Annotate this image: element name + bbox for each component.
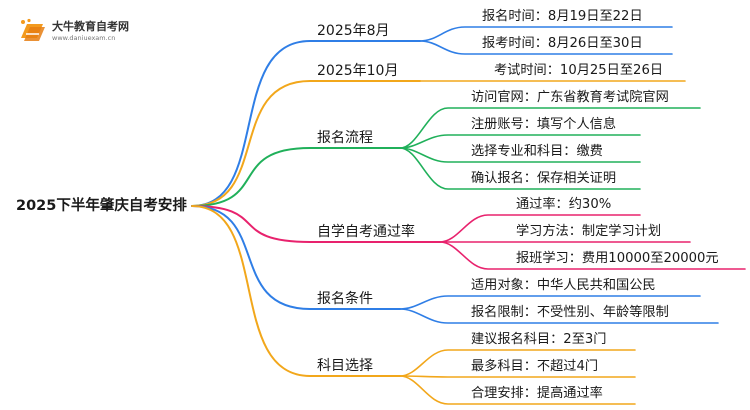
leaf-connector [419, 40, 673, 55]
leaf-pass-rate: 通过率：约30% [516, 197, 612, 212]
branch-connector [191, 147, 401, 207]
leaf-connector [419, 26, 673, 42]
leaf-confirm-registration: 确认报名：保存相关证明 [471, 171, 617, 186]
leaf-connector [399, 308, 719, 324]
leaf-connector [399, 295, 701, 310]
logo-name: 大牛教育自考网 [52, 20, 129, 33]
leaf-connector [399, 147, 641, 190]
branch-connector [191, 40, 421, 207]
branch-subject-selection: 科目选择 [317, 358, 373, 374]
leaf-connector [399, 375, 636, 378]
leaf-visit-site: 访问官网：广东省教育考试院官网 [471, 90, 669, 105]
branch-connector [191, 205, 441, 243]
logo-url: www.daniuexam.cn [52, 34, 116, 42]
leaf-study-method: 学习方法：制定学习计划 [516, 224, 662, 239]
leaf-connector [399, 349, 636, 377]
branch-pass-rate: 自学自考通过率 [317, 224, 415, 240]
leaf-exam-time: 考试时间：10月25日至26日 [494, 63, 664, 78]
leaf-max-subjects: 最多科目：不超过4门 [471, 359, 599, 374]
leaf-connector [399, 134, 641, 149]
leaf-registration-limits: 报名限制：不受性别、年龄等限制 [471, 305, 669, 320]
leaf-reasonable-plan: 合理安排：提高通过率 [471, 386, 603, 401]
leaf-connector [399, 375, 636, 405]
leaf-class-fee: 报班学习：费用10000至20000元 [516, 251, 719, 266]
book-logo-icon [21, 18, 45, 41]
leaf-connector [439, 241, 746, 270]
leaf-suggested-subjects: 建议报名科目：2至3门 [471, 332, 607, 347]
leaf-register-account: 注册账号：填写个人信息 [471, 117, 617, 132]
leaf-select-subject: 选择专业和科目：缴费 [471, 144, 603, 159]
branch-registration-process: 报名流程 [317, 130, 373, 146]
root-topic: 2025下半年肇庆自考安排 [16, 198, 187, 214]
leaf-connector [439, 214, 641, 243]
leaf-apply-time: 报考时间：8月26日至30日 [482, 36, 643, 51]
leaf-eligible-people: 适用对象：中华人民共和国公民 [471, 278, 656, 293]
branch-connector [191, 80, 421, 207]
branch-2025-aug: 2025年8月 [317, 23, 390, 39]
branch-connector [191, 205, 401, 310]
branch-2025-oct: 2025年10月 [317, 63, 399, 79]
branch-requirements: 报名条件 [317, 291, 373, 307]
leaf-registration-time: 报名时间：8月19日至22日 [482, 9, 643, 24]
site-logo: 大牛教育自考网 www.daniuexam.cn [18, 14, 138, 48]
branch-connector [191, 205, 401, 377]
